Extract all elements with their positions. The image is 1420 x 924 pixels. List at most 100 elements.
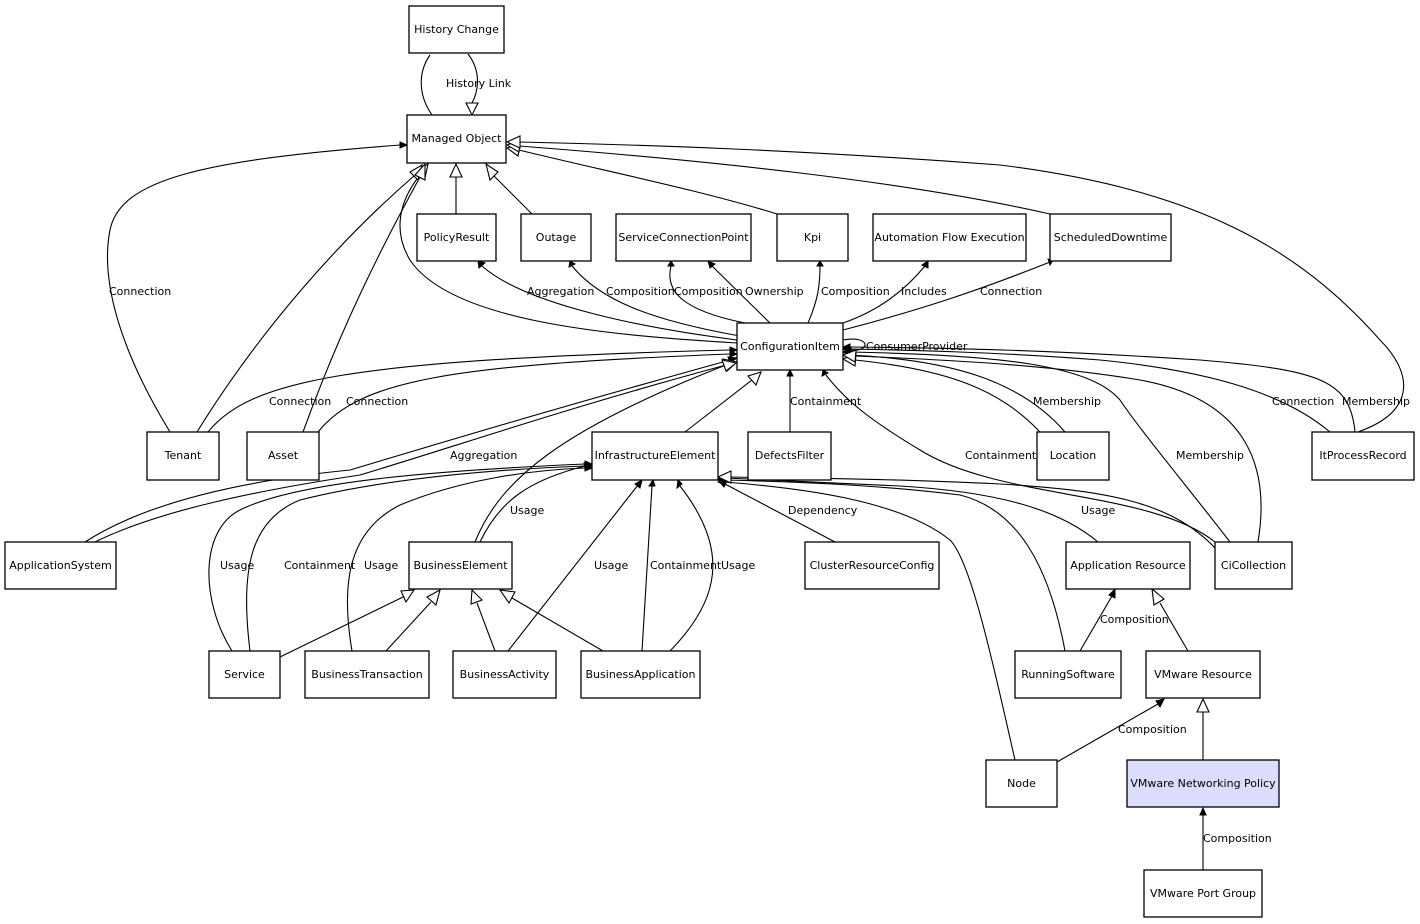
node-label: InfrastructureElement: [595, 449, 716, 462]
node-managed-object[interactable]: Managed Object: [406, 114, 507, 164]
node-label: Automation Flow Execution: [874, 231, 1024, 244]
node-application-system[interactable]: ApplicationSystem: [4, 541, 117, 590]
edge-bapp-infra-usage: [669, 485, 714, 652]
edge-label: Usage: [220, 559, 255, 572]
node-business-element[interactable]: BusinessElement: [408, 541, 513, 590]
node-location[interactable]: Location: [1036, 431, 1110, 481]
edge-ci-scp-own: [711, 265, 771, 324]
node-configuration-item[interactable]: ConfigurationItem: [736, 322, 844, 371]
edge-kpi-mo: [518, 149, 778, 215]
edge-infra-ci: [684, 379, 753, 433]
edge-history-link-up: [420, 54, 433, 116]
node-label: PolicyResult: [424, 231, 490, 244]
edge-sd-mo: [518, 145, 1051, 215]
node-defects-filter[interactable]: DefectsFilter: [747, 431, 832, 481]
node-history-change[interactable]: History Change: [408, 5, 505, 54]
edge-service-infra-usage: [208, 463, 586, 652]
node-label: ClusterResourceConfig: [810, 559, 935, 572]
edge-cicoll-ci-cont: [825, 374, 1216, 543]
edge-label: Composition: [821, 285, 890, 298]
edge-node-vmres: [1056, 703, 1159, 763]
node-label: Managed Object: [412, 132, 503, 145]
edge-tenant-mo-conn: [107, 144, 401, 433]
node-label: Location: [1050, 449, 1097, 462]
edge-ci-afe: [842, 265, 926, 324]
edge-label: Composition: [1100, 613, 1169, 626]
edge-label: Connection: [346, 395, 408, 408]
node-label: ScheduledDowntime: [1054, 231, 1168, 244]
node-label: CiCollection: [1221, 559, 1286, 572]
node-ci-collection[interactable]: CiCollection: [1214, 541, 1293, 590]
edge-label: Composition: [606, 285, 675, 298]
edge-label: Composition: [1203, 832, 1272, 845]
edge-ba-infra-usage: [507, 484, 639, 652]
edge-tenant-ci: [207, 349, 731, 433]
node-automation-flow-execution[interactable]: Automation Flow Execution: [872, 213, 1027, 262]
node-vmware-networking-policy[interactable]: VMware Networking Policy: [1126, 759, 1280, 808]
node-node[interactable]: Node: [985, 759, 1058, 808]
edge-label: Usage: [594, 559, 629, 572]
edge-label: Usage: [1081, 504, 1116, 517]
node-business-activity[interactable]: BusinessActivity: [452, 650, 557, 699]
edge-itpr-mo: [518, 141, 1405, 433]
node-outage[interactable]: Outage: [520, 213, 592, 262]
node-label: BusinessActivity: [460, 668, 550, 681]
edge-cicoll-ci-memb: [849, 351, 1231, 543]
node-scheduled-downtime[interactable]: ScheduledDowntime: [1049, 213, 1172, 262]
edge-label: Includes: [901, 285, 947, 298]
edge-itpr-ci-memb: [849, 346, 1356, 433]
edge-appsys-ci-agg: [84, 359, 731, 543]
node-business-application[interactable]: BusinessApplication: [580, 650, 701, 699]
node-vmware-port-group[interactable]: VMware Port Group: [1143, 869, 1263, 918]
node-label: VMware Port Group: [1150, 887, 1256, 900]
edge-label: Containment: [965, 449, 1037, 462]
edge-label: Membership: [1176, 449, 1244, 462]
edge-label: Connection: [1272, 395, 1334, 408]
edge-outage-mo: [493, 175, 533, 215]
edge-label: Ownership: [745, 285, 804, 298]
node-label: ItProcessRecord: [1319, 449, 1406, 462]
node-service-connection-point[interactable]: ServiceConnectionPoint: [615, 213, 752, 262]
edge-vmres-appres: [1159, 602, 1189, 652]
node-label: Kpi: [804, 231, 821, 244]
node-business-transaction[interactable]: BusinessTransaction: [304, 650, 430, 699]
edge-ba-be: [476, 602, 496, 652]
node-asset[interactable]: Asset: [246, 431, 320, 481]
edge-crc-infra: [724, 483, 836, 543]
node-label: Application Resource: [1070, 559, 1186, 572]
node-tenant[interactable]: Tenant: [146, 431, 220, 481]
node-label: ServiceConnectionPoint: [618, 231, 749, 244]
edges: [84, 47, 1405, 870]
node-vmware-resource[interactable]: VMware Resource: [1145, 650, 1261, 699]
edge-label: Aggregation: [450, 449, 517, 462]
node-label: VMware Networking Policy: [1130, 777, 1276, 790]
node-infrastructure-element[interactable]: InfrastructureElement: [591, 431, 719, 481]
edge-label: Usage: [364, 559, 399, 572]
edge-label: Composition: [674, 285, 743, 298]
node-cluster-resource-config[interactable]: ClusterResourceConfig: [804, 541, 940, 590]
node-running-software[interactable]: RunningSoftware: [1014, 650, 1122, 699]
edge-asset-ci: [317, 353, 731, 433]
node-label: ApplicationSystem: [9, 559, 111, 572]
edge-bapp-be: [511, 597, 604, 652]
edge-bt-be: [385, 601, 432, 652]
edge-rs-appres: [1079, 595, 1113, 652]
node-label: BusinessApplication: [586, 668, 696, 681]
node-it-process-record[interactable]: ItProcessRecord: [1311, 431, 1415, 481]
node-service[interactable]: Service: [208, 650, 281, 699]
node-label: Node: [1007, 777, 1036, 790]
edge-history-link-down: [467, 53, 479, 104]
edge-bt-infra-usage: [346, 467, 586, 652]
node-application-resource[interactable]: Application Resource: [1065, 541, 1191, 590]
edge-label: Containment: [284, 559, 356, 572]
edge-label: Containment: [650, 559, 722, 572]
edge-ci-scp-comp: [669, 265, 746, 324]
node-policy-result[interactable]: PolicyResult: [416, 213, 497, 262]
node-kpi[interactable]: Kpi: [776, 213, 849, 262]
edge-tenant-mo-inh: [196, 175, 415, 433]
edge-ci-kpi: [807, 265, 821, 324]
node-label: VMware Resource: [1154, 668, 1252, 681]
node-label: ConfigurationItem: [740, 340, 840, 353]
node-label: BusinessTransaction: [311, 668, 422, 681]
